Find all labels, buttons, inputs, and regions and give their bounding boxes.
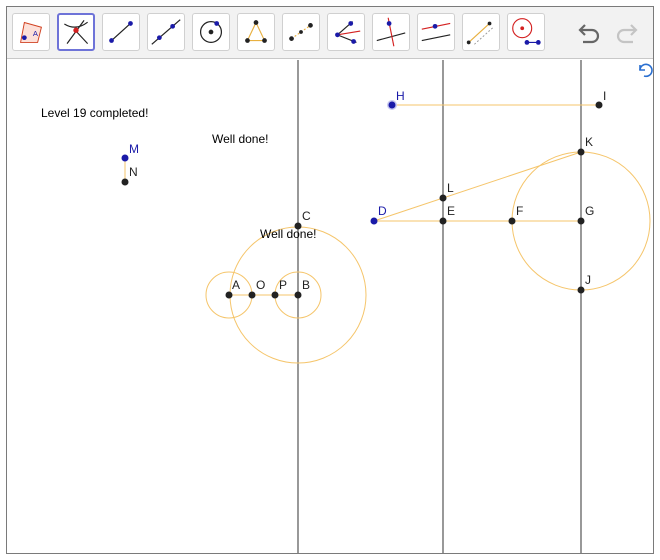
point-k[interactable]: K [577,135,594,156]
compass-icon [512,18,541,45]
point-n[interactable]: N [121,165,138,186]
refresh-icon[interactable] [639,63,653,78]
point-label: E [447,204,455,218]
circle-center-icon [199,20,223,44]
point-label: L [447,181,454,195]
compass-tool[interactable] [507,13,545,51]
point-j[interactable]: J [577,273,592,294]
svg-text:A: A [33,29,39,38]
line-icon [151,19,181,45]
intersect-tool[interactable] [57,13,95,51]
well-done-message: Well done! [260,227,316,241]
point-label: O [256,278,265,292]
triangle-tool[interactable] [237,13,275,51]
angle-bisector-tool[interactable] [327,13,365,51]
point-e[interactable]: E [439,204,456,225]
point-label: G [585,204,594,218]
redo-icon [616,24,638,44]
dashed-segment-icon [466,21,494,45]
perpendicular-icon [376,17,406,47]
point-h[interactable]: H [387,89,405,110]
angle-bisector-icon [335,21,361,44]
segment-icon [109,21,133,43]
parallel-line-tool[interactable] [417,13,455,51]
graphics-view-frame [6,6,654,554]
point-label: J [585,273,591,287]
point-label: D [378,204,387,218]
point-l[interactable]: L [439,181,455,202]
point-label: C [302,209,311,223]
midpoint-tool[interactable] [282,13,320,51]
segment-tool[interactable] [102,13,140,51]
level-completed-message: Level 19 completed! [41,106,148,120]
undo-button[interactable] [573,19,603,49]
intersect-icon [64,20,89,45]
point-i[interactable]: I [595,89,607,109]
midpoint-icon [289,23,313,41]
move-graphics-view-tool[interactable]: A [12,13,50,51]
circle-center-point-tool[interactable] [192,13,230,51]
point-g[interactable]: G [577,204,595,225]
undo-icon [578,24,600,44]
point-label: B [302,278,310,292]
point-c[interactable]: C [294,209,312,230]
point-label: I [603,89,606,103]
point-label: N [129,165,138,179]
point-label: P [279,278,287,292]
point-m[interactable]: M [121,142,140,162]
point-a[interactable]: A [225,278,241,299]
redo-button[interactable] [613,19,643,49]
perpendicular-line-tool[interactable] [372,13,410,51]
point-o[interactable]: O [248,278,266,299]
point-label: H [396,89,405,103]
segment-dashed-tool[interactable] [462,13,500,51]
polygon-icon: A [20,21,42,43]
point-f[interactable]: F [508,204,524,225]
segment-d-k[interactable] [373,151,582,222]
point-b[interactable]: B [294,278,311,299]
point-p[interactable]: P [271,278,288,299]
point-label: K [585,135,593,149]
point-label: A [232,278,240,292]
point-d[interactable]: D [370,204,388,225]
triangle-icon [245,20,267,43]
line-tool[interactable] [147,13,185,51]
parallel-icon [421,22,451,42]
toolbar: A [7,7,653,59]
well-done-message: Well done! [212,132,268,146]
point-label: F [516,204,523,218]
point-label: M [129,142,139,156]
